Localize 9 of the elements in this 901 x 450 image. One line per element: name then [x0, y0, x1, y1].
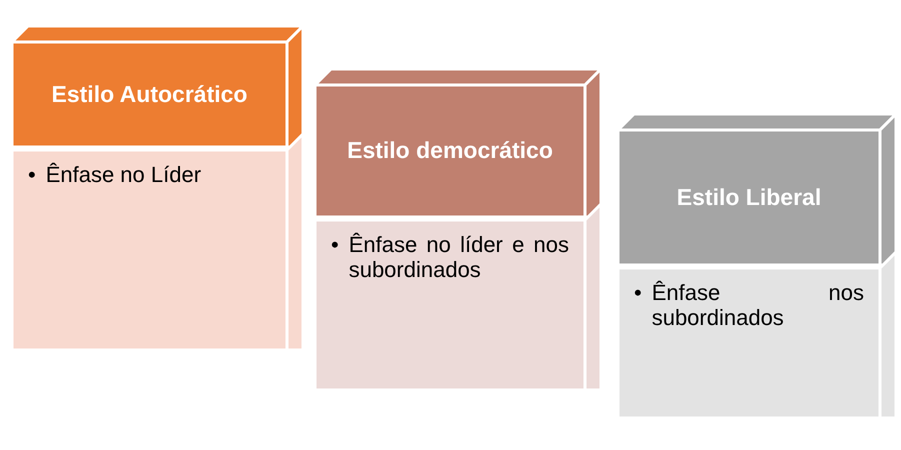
bullet-text: Ênfase no Líder	[46, 162, 202, 188]
style-heading: Estilo Autocrático	[52, 80, 248, 108]
bullet-text: Ênfase nos subordinados	[652, 280, 864, 331]
bullet-marker: •	[634, 280, 642, 307]
bullet-marker: •	[28, 162, 36, 188]
style-heading: Estilo democrático	[347, 137, 553, 165]
style-heading: Estilo Liberal	[676, 184, 822, 212]
bullet-text: Ênfase no líder e nos subordinados	[348, 232, 569, 283]
bullet-marker: •	[331, 232, 339, 259]
